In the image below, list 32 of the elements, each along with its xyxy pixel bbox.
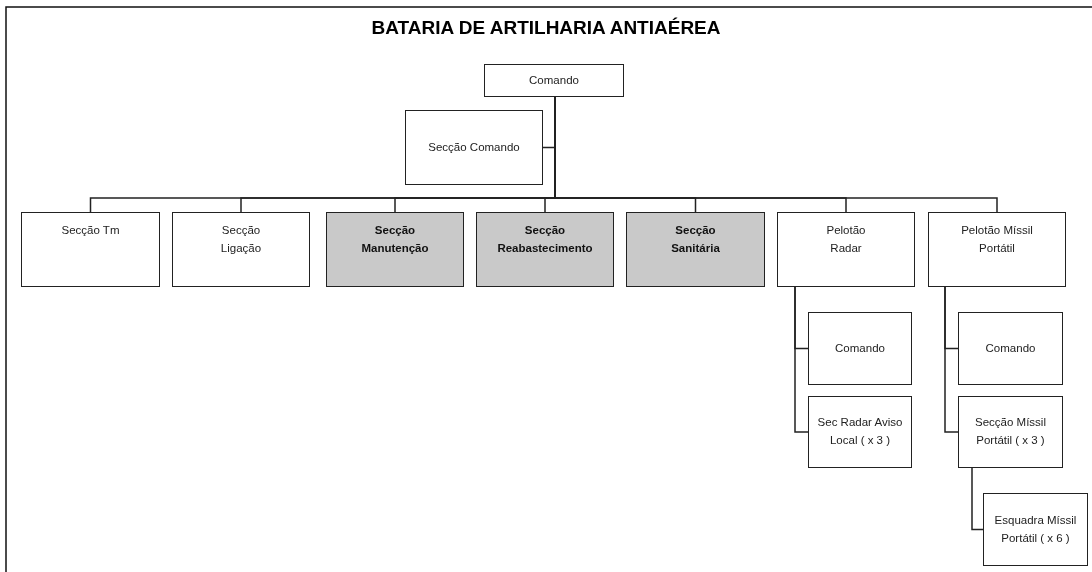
unit-label: Secção Tm <box>61 223 120 238</box>
unit-label: Pelotão Radar <box>825 223 867 256</box>
unit-box <box>777 212 915 287</box>
unit-box <box>21 212 160 287</box>
unit-box <box>484 64 624 97</box>
unit-box <box>808 396 912 468</box>
unit-label: Secção Sanitária <box>670 223 721 256</box>
unit-label: Secção Manutenção <box>360 223 430 256</box>
unit-label: Esquadra Míssil Portátil ( x 6 ) <box>993 512 1078 546</box>
unit-box <box>808 312 912 385</box>
unit-label: Sec Radar Aviso Local ( x 3 ) <box>816 415 904 448</box>
shaded-unit-box <box>476 212 614 287</box>
unit-box <box>172 212 310 287</box>
unit-label: Comando <box>835 340 885 356</box>
shaded-unit-box <box>626 212 765 287</box>
unit-box <box>405 110 543 185</box>
unit-label: Comando <box>985 340 1036 356</box>
connector-line <box>971 467 984 531</box>
unit-box <box>983 493 1088 566</box>
connector-line <box>944 286 959 433</box>
unit-label: Secção Comando <box>428 139 520 155</box>
unit-label: Comando <box>529 72 579 88</box>
unit-box <box>958 396 1063 468</box>
unit-label: Secção Reabastecimento <box>496 223 594 256</box>
shaded-unit-box <box>326 212 464 287</box>
unit-label: Pelotão Míssil Portátil <box>960 223 1034 256</box>
unit-label: Secção Míssil Portátil ( x 3 ) <box>974 415 1047 448</box>
unit-label: Secção Ligação <box>219 223 263 256</box>
unit-box <box>928 212 1066 287</box>
diagram-title: BATARIA DE ARTILHARIA ANTIAÉREA <box>371 17 721 39</box>
unit-box <box>958 312 1063 385</box>
connector-line <box>794 286 809 433</box>
